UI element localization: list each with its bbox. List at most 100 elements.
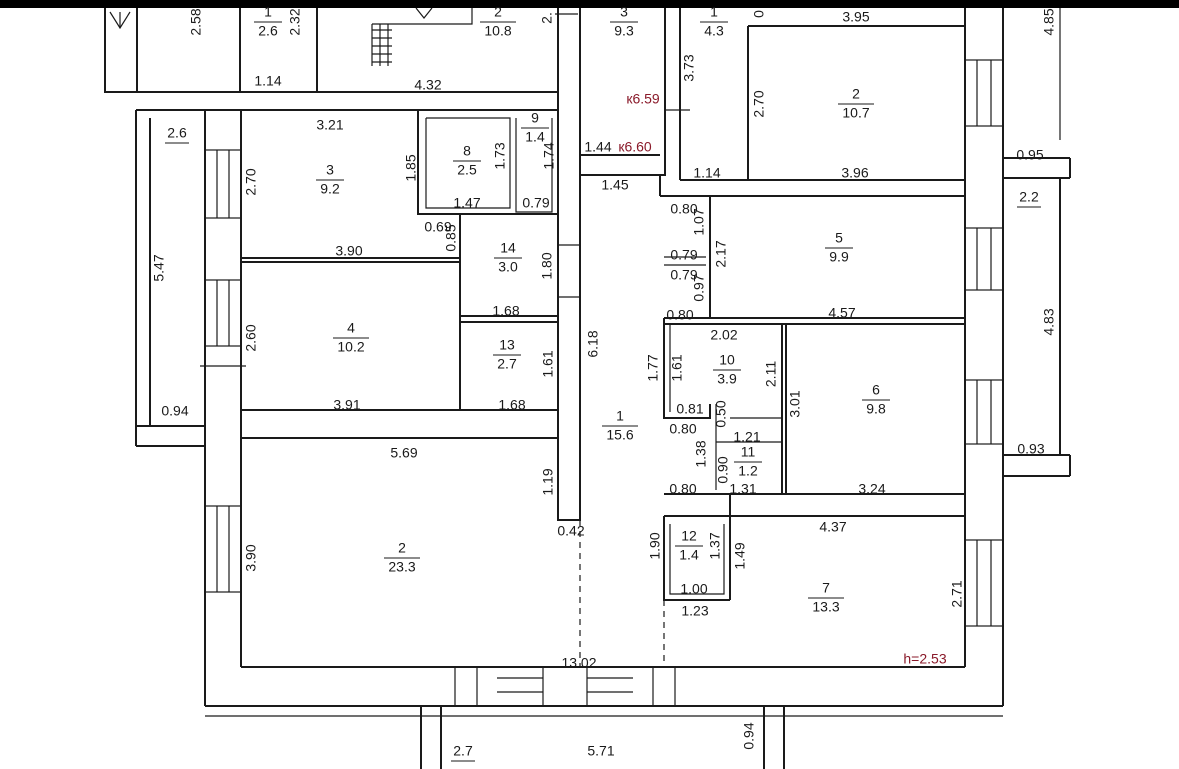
room-area: 2.5 [457, 162, 477, 178]
room-area: 23.3 [388, 559, 415, 575]
room-number: 1 [710, 4, 718, 20]
room-area: 9.3 [614, 23, 634, 39]
dimension-label: 0.79 [522, 195, 549, 211]
dimension-label: 0.80 [670, 201, 697, 217]
dimension-label: 3.90 [335, 243, 362, 259]
room-area: 9.9 [829, 249, 849, 265]
dimension-label: 1.45 [601, 177, 628, 193]
room-number: 5 [835, 230, 843, 246]
windows [200, 59, 1004, 707]
room-area: 9.2 [320, 181, 340, 197]
room-label: 12.6 [254, 4, 282, 39]
room-label: 59.9 [825, 230, 853, 265]
room-area: 13.3 [812, 599, 839, 615]
room-label: 39.3 [610, 4, 638, 39]
room-area: 1.2 [738, 463, 758, 479]
room-area: 1.4 [679, 547, 699, 563]
dimension-label: 0.95 [1016, 147, 1043, 163]
dimension-label: 3.91 [333, 397, 360, 413]
dimension-label: 0.69 [424, 219, 451, 235]
dimension-label: 3.90 [243, 544, 259, 571]
top-band [0, 0, 1179, 8]
elevation-mark: 1.44 [584, 139, 611, 155]
room-area: 4.3 [704, 23, 724, 39]
room-label: 39.2 [316, 162, 344, 197]
dimension-label: 1.77 [645, 354, 661, 381]
dimension-label: 1.14 [254, 73, 281, 89]
room-number: 2 [494, 4, 502, 20]
room-number: 13 [499, 337, 515, 353]
room-label: 223.3 [384, 540, 420, 575]
dimension-label: 1.85 [403, 154, 419, 181]
dimension-label: 0.80 [669, 421, 696, 437]
room-number: 6 [872, 382, 880, 398]
dimension-label: 1.49 [732, 542, 748, 569]
room-area: 3.9 [717, 371, 737, 387]
dimension-label: 1.90 [647, 532, 663, 559]
dimension-label: 2.60 [243, 324, 259, 351]
dimension-label: 1.07 [691, 208, 707, 235]
room-number: 9 [531, 110, 539, 126]
room-label: 103.9 [713, 352, 741, 387]
room-labels: 12.6210.839.314.3210.739.282.591.4143.05… [254, 4, 890, 615]
room-label: 111.2 [734, 444, 762, 479]
room-number: 1 [616, 408, 624, 424]
dimension-label: 6.18 [585, 330, 601, 357]
room-label: 69.8 [862, 382, 890, 417]
room-number: 3 [620, 4, 628, 20]
room-label: 115.6 [602, 408, 638, 443]
dimension-label: 1.19 [540, 468, 556, 495]
dimension-label: 0.94 [741, 722, 757, 749]
dimension-label: 1.74 [541, 142, 557, 169]
dimension-label: 2.70 [751, 90, 767, 117]
dimension-label: 3.73 [681, 54, 697, 81]
room-area: 10.7 [842, 105, 869, 121]
dimension-label: 2.17 [713, 240, 729, 267]
room-number: 8 [463, 143, 471, 159]
dimension-label: 0.90 [715, 456, 731, 483]
dimension-label: 0.42 [557, 523, 584, 539]
elevation-mark: h=2.53 [903, 651, 946, 667]
dimension-label: 4.83 [1041, 308, 1057, 335]
dimension-label: 3.24 [858, 481, 885, 497]
dimension-label: 4.32 [414, 77, 441, 93]
dimension-label: 1.61 [540, 350, 556, 377]
dimension-label: 0.85 [443, 224, 459, 251]
room-number: 14 [500, 240, 516, 256]
room-area: 9.8 [866, 401, 886, 417]
room-label: 132.7 [493, 337, 521, 372]
room-number: 11 [741, 444, 756, 460]
room-label: 14.3 [700, 4, 728, 39]
dimension-label: 1.68 [498, 397, 525, 413]
dimension-label: 1.31 [729, 481, 756, 497]
dimension-label: 2.70 [243, 168, 259, 195]
room-number: 4 [347, 320, 355, 336]
dimension-label: 1.73 [492, 142, 508, 169]
room-label: 210.8 [480, 4, 516, 39]
dimension-label: 3.95 [842, 9, 869, 25]
dimension-label: 0 [751, 10, 767, 18]
room-area: 2.6 [258, 23, 278, 39]
dimension-label: 2.2 [1019, 189, 1039, 205]
room-label: 82.5 [453, 143, 481, 178]
stairs [109, 7, 473, 66]
room-number: 7 [822, 580, 830, 596]
dimension-label: 0.50 [713, 400, 729, 427]
dimension-label: 2.11 [763, 361, 779, 387]
dimension-label: 5.71 [587, 743, 614, 759]
room-number: 12 [681, 528, 697, 544]
room-number: 2 [852, 86, 860, 102]
room-area: 2.7 [497, 356, 517, 372]
room-label: 143.0 [494, 240, 522, 275]
dimension-label: 5.69 [390, 445, 417, 461]
room-label: 210.7 [838, 86, 874, 121]
room-number: 2 [398, 540, 406, 556]
dimension-label: 2. [539, 12, 555, 24]
dimension-label: 0.93 [1017, 441, 1044, 457]
elevation-mark: к6.59 [626, 91, 660, 107]
dimension-label: 1.23 [681, 603, 708, 619]
dimension-label: 3.96 [841, 165, 868, 181]
dimension-label: 5.47 [151, 254, 167, 281]
